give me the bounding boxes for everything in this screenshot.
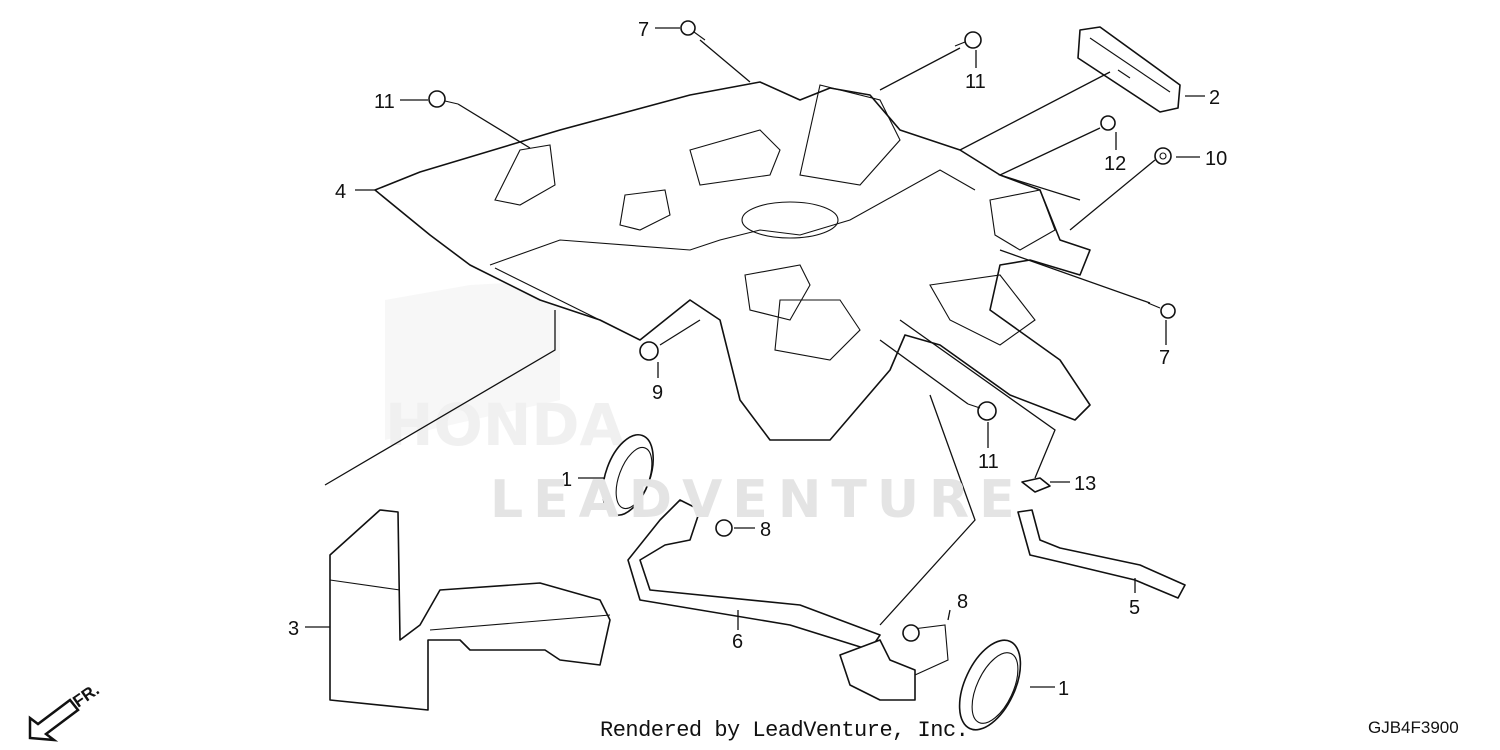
part-11-bolt-upper-right[interactable] (954, 31, 982, 49)
part-11-bolt-upper-left[interactable] (428, 90, 459, 108)
callout-8: 8 (760, 519, 771, 541)
front-direction-arrow-icon (28, 698, 80, 742)
part-8-nut-lower[interactable] (902, 624, 920, 642)
honda-logo-text: HONDA (385, 391, 625, 459)
callout-8: 8 (957, 591, 968, 613)
leadventure-watermark: LEADVENTURE (490, 470, 1025, 530)
callout-12: 12 (1104, 153, 1126, 175)
callout-11: 11 (978, 451, 999, 473)
honda-logo-watermark: HONDA (385, 280, 625, 459)
part-9-nut[interactable] (639, 341, 659, 361)
callout-4: 4 (335, 181, 346, 203)
part-7-bolt-right[interactable] (1147, 302, 1176, 319)
part-3-splash-guard[interactable] (329, 509, 611, 711)
callout-9: 9 (652, 382, 663, 404)
part-4-rear-fender[interactable] (374, 81, 1091, 441)
part-7-bolt-top[interactable] (680, 20, 706, 41)
callout-1: 1 (561, 469, 572, 491)
leader-lines (305, 27, 1205, 688)
render-credit: Rendered by LeadVenture, Inc. (600, 718, 969, 743)
callout-3: 3 (288, 618, 299, 640)
part-12-screw[interactable] (1100, 115, 1116, 131)
callout-7: 7 (638, 19, 649, 41)
callout-11: 11 (965, 71, 986, 93)
callout-11: 11 (374, 91, 395, 113)
callout-10: 10 (1205, 148, 1227, 170)
part-8-nut-upper[interactable] (715, 519, 733, 537)
callout-6: 6 (732, 631, 743, 653)
part-5-drain-tube[interactable] (1017, 509, 1186, 599)
callout-5: 5 (1129, 597, 1140, 619)
callout-1: 1 (1058, 678, 1069, 700)
part-11-bolt-lower[interactable] (967, 401, 997, 421)
callout-13: 13 (1074, 473, 1096, 495)
part-2-reflector[interactable] (1077, 26, 1181, 113)
part-13-clip[interactable] (1021, 477, 1051, 493)
callout-7: 7 (1159, 347, 1170, 369)
part-1-reflector-lower[interactable] (947, 631, 1033, 739)
part-6-reflector-stay[interactable] (627, 499, 949, 701)
diagram-code: GJB4F3900 (1368, 718, 1459, 737)
part-1-reflector-upper[interactable] (593, 428, 663, 522)
part-10-nut[interactable] (1154, 147, 1172, 165)
callout-2: 2 (1209, 87, 1220, 109)
